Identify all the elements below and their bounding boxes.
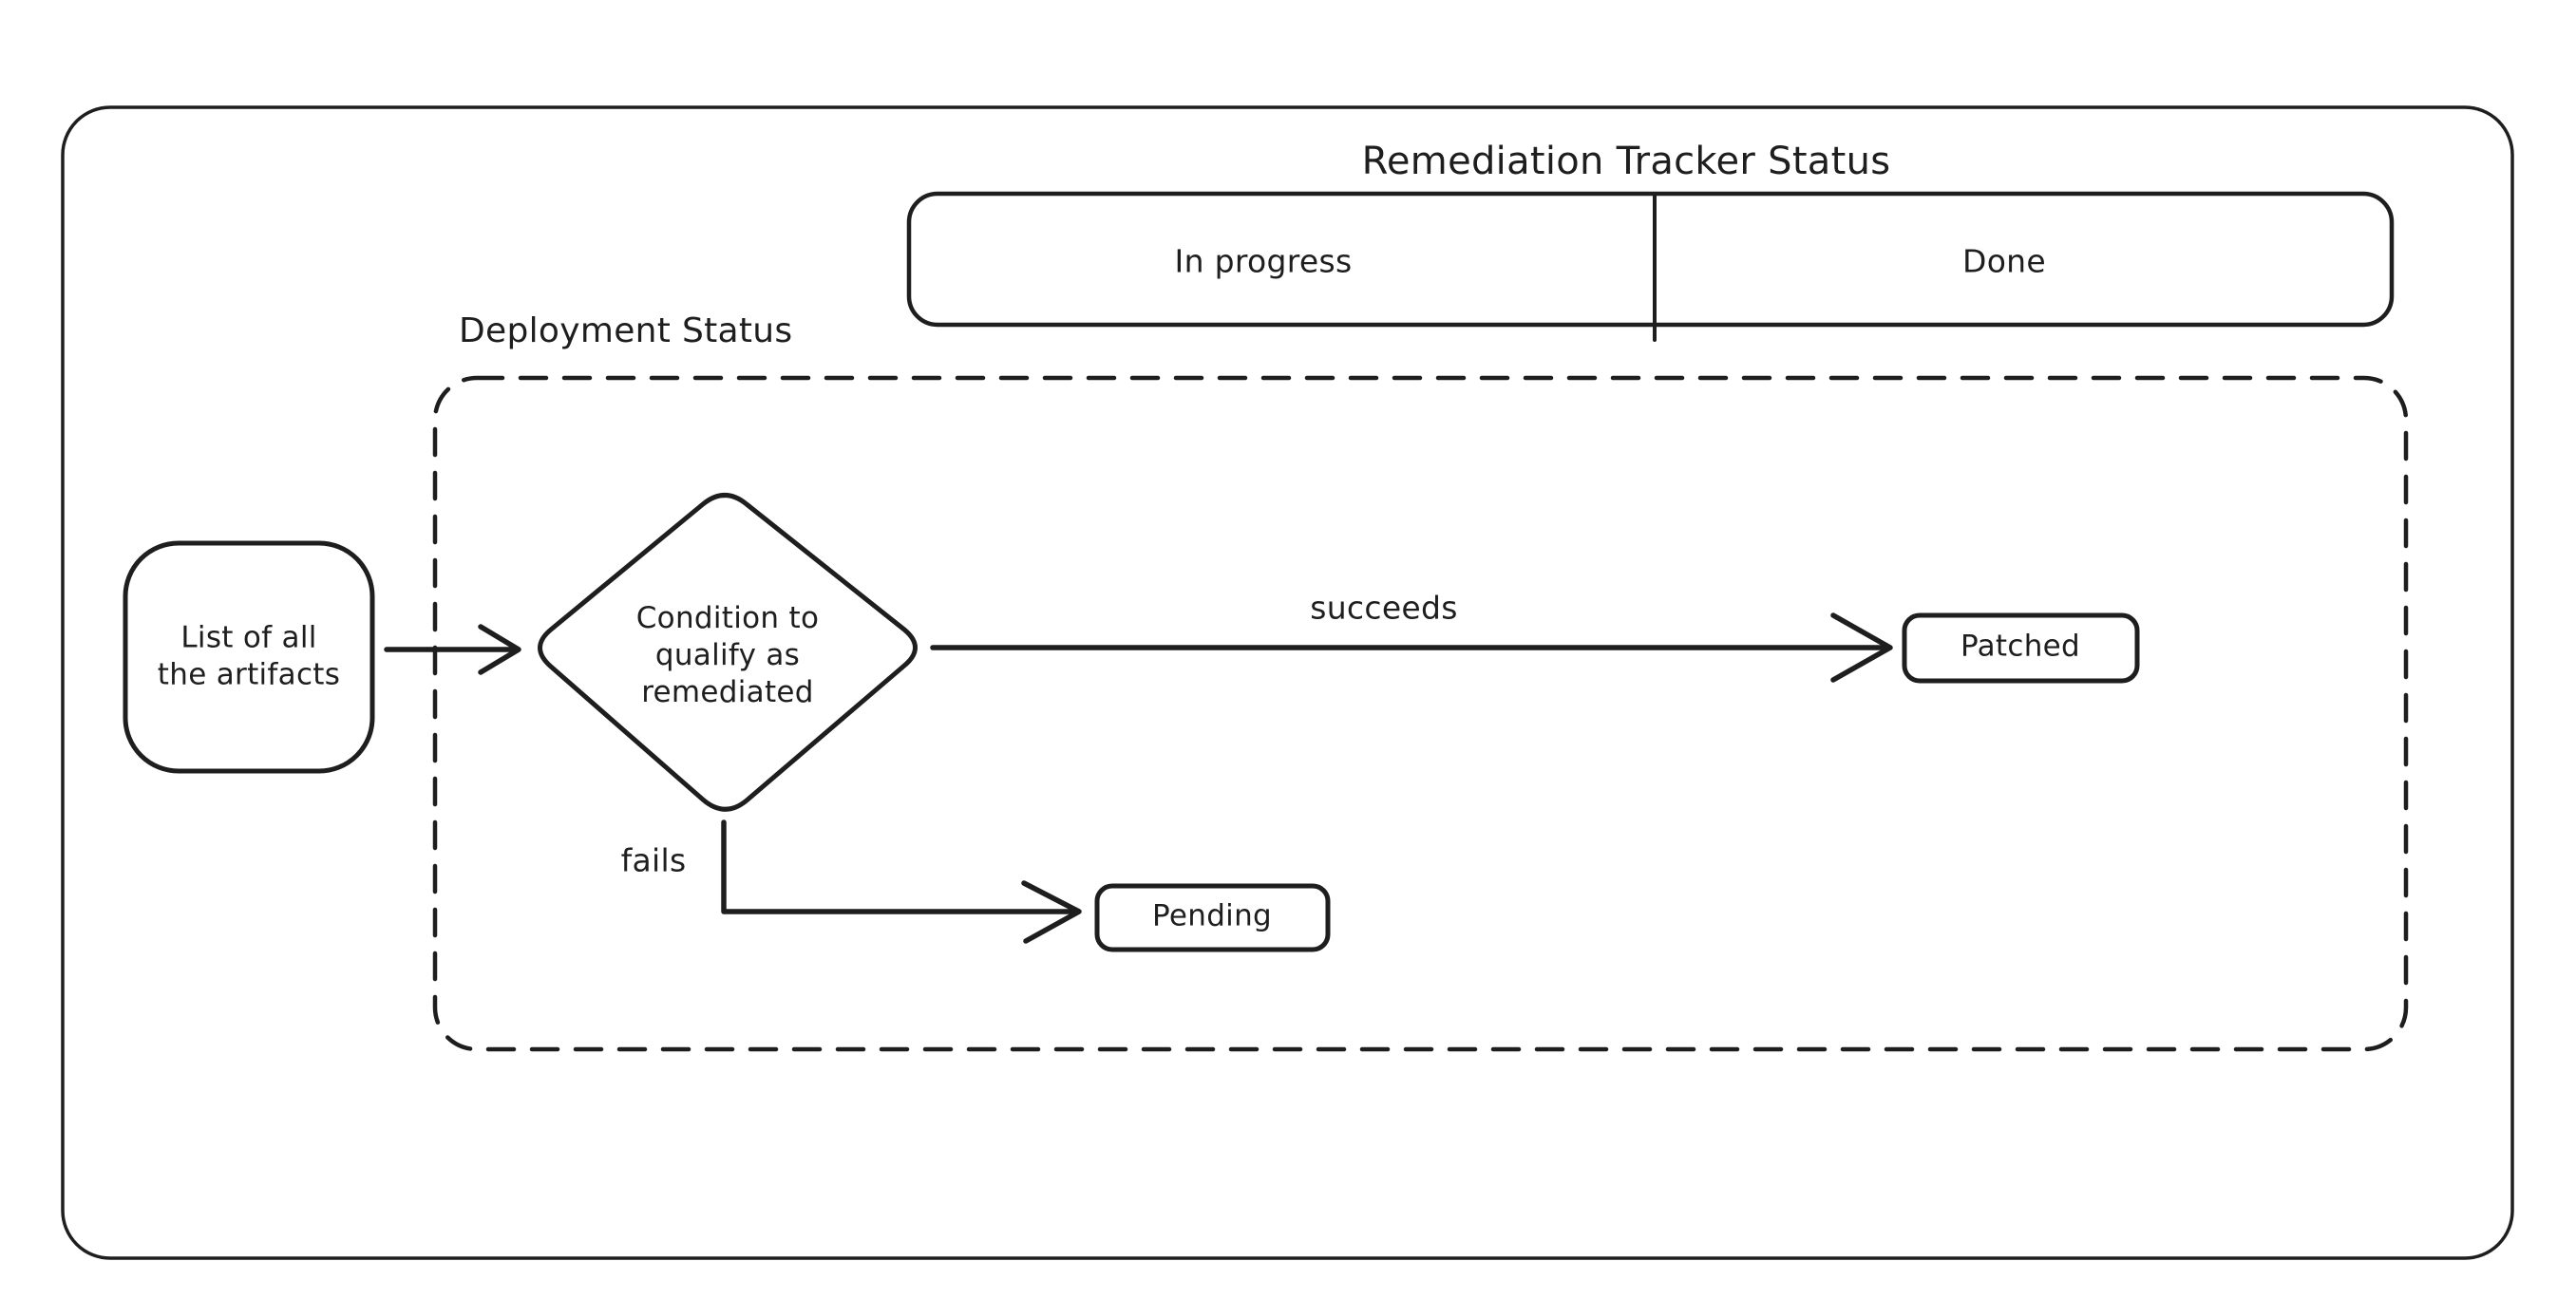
tracker-status-box — [906, 191, 2395, 328]
outer-frame — [61, 105, 2514, 1260]
diagram-title: Remediation Tracker Status — [1361, 140, 1891, 183]
pending-node-shape — [1094, 883, 1331, 952]
deployment-status-label: Deployment Status — [459, 311, 793, 350]
tracker-in-progress-label: In progress — [1174, 242, 1353, 280]
decision-node-label-line1: Condition to — [635, 600, 820, 635]
patched-node-label: Patched — [1960, 629, 2080, 664]
artifacts-node-label-line2: the artifacts — [157, 657, 341, 691]
arrow-artifacts-to-decision — [384, 624, 521, 675]
artifacts-node-label: List of all the artifacts — [97, 619, 401, 693]
pending-node-label: Pending — [1151, 898, 1273, 933]
arrow-fails-to-pending — [721, 819, 1082, 944]
arrow-succeeds-to-patched — [930, 612, 1893, 683]
decision-node-label-line3: remediated — [641, 674, 814, 709]
succeeds-edge-label: succeeds — [1310, 589, 1458, 627]
patched-node-shape — [1902, 612, 2140, 684]
fails-edge-label: fails — [620, 841, 687, 879]
decision-node-label: Condition to qualify as remediated — [576, 600, 880, 710]
tracker-done-label: Done — [1961, 242, 2047, 280]
decision-diamond-shape — [538, 493, 918, 812]
deployment-status-container — [432, 375, 2409, 1052]
artifacts-node-shape — [123, 540, 375, 774]
artifacts-node-label-line1: List of all — [180, 620, 317, 655]
decision-node-label-line2: qualify as — [654, 637, 801, 672]
